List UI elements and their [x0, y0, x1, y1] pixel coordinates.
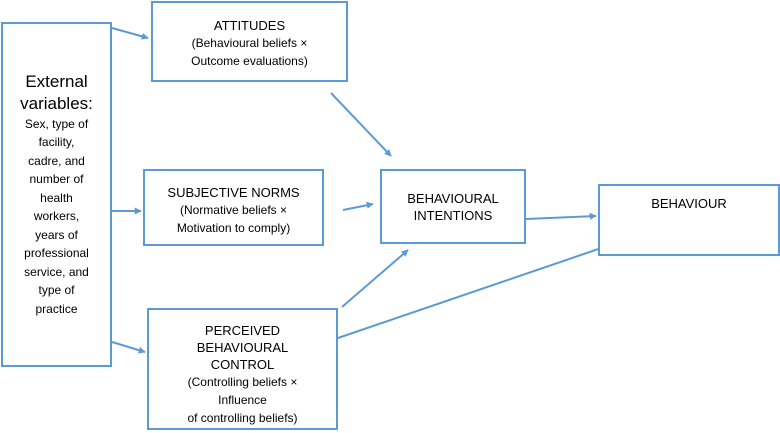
- arrow-subjective-norms-to-intentions: [342, 201, 374, 211]
- behaviour-title: BEHAVIOUR: [651, 196, 727, 211]
- external-variables-heading-line: External: [25, 71, 88, 91]
- subjective-norms-detail-line: (Normative beliefs ×: [179, 203, 288, 217]
- perceived-control-title-line: PERCEIVED: [204, 323, 281, 338]
- arrow-external-to-attitudes: [111, 27, 149, 40]
- external-variables-detail-line: number of: [29, 172, 84, 187]
- attitudes-title: ATTITUDES: [213, 18, 286, 33]
- perceived-behavioural-control-box: PERCEIVED BEHAVIOURAL CONTROL (Controlli…: [147, 308, 338, 430]
- perceived-control-detail-line: Influence: [218, 393, 267, 407]
- behaviour-box: BEHAVIOUR: [598, 184, 780, 256]
- arrow-external-to-perceived-control: [111, 341, 146, 354]
- perceived-control-detail-line: (Controlling beliefs ×: [187, 375, 298, 389]
- arrow-intentions-to-behaviour: [525, 212, 597, 220]
- external-variables-detail-line: years of: [35, 227, 78, 242]
- attitudes-detail-line: (Behavioural beliefs ×: [191, 36, 308, 50]
- external-variables-detail-line: practice: [35, 301, 78, 316]
- arrow-attitudes-to-intentions: [330, 92, 392, 157]
- external-variables-detail-line: professional: [24, 246, 89, 261]
- external-variables-detail-line: health: [40, 190, 73, 205]
- external-variables-detail-line: service, and: [24, 264, 89, 279]
- external-variables-box: External variables: Sex, type of facilit…: [1, 22, 112, 367]
- attitudes-box: ATTITUDES (Behavioural beliefs × Outcome…: [151, 1, 348, 82]
- perceived-control-title-line: CONTROL: [210, 357, 275, 372]
- behavioural-intentions-title-line: INTENTIONS: [413, 207, 493, 223]
- subjective-norms-detail-line: Motivation to comply): [176, 221, 291, 235]
- attitudes-detail-line: Outcome evaluations): [191, 54, 308, 68]
- arrow-perceived-control-to-intentions: [341, 249, 409, 308]
- behavioural-intentions-box: BEHAVIOURAL INTENTIONS: [380, 169, 526, 244]
- external-variables-detail-line: facility,: [38, 135, 75, 150]
- external-variables-detail-line: Sex, type of: [24, 116, 89, 131]
- external-variables-detail-line: cadre, and: [28, 153, 85, 168]
- subjective-norms-box: SUBJECTIVE NORMS (Normative beliefs × Mo…: [143, 169, 324, 246]
- external-variables-detail-line: type of: [38, 283, 75, 298]
- perceived-control-detail-line: of controlling beliefs): [187, 411, 298, 425]
- arrow-perceived-control-to-behaviour: [337, 242, 614, 339]
- subjective-norms-title: SUBJECTIVE NORMS: [167, 185, 300, 200]
- external-variables-heading-line: variables:: [20, 93, 93, 113]
- external-variables-detail-line: workers,: [33, 209, 80, 224]
- behavioural-intentions-title-line: BEHAVIOURAL: [407, 190, 499, 206]
- perceived-control-title-line: BEHAVIOURAL: [196, 340, 289, 355]
